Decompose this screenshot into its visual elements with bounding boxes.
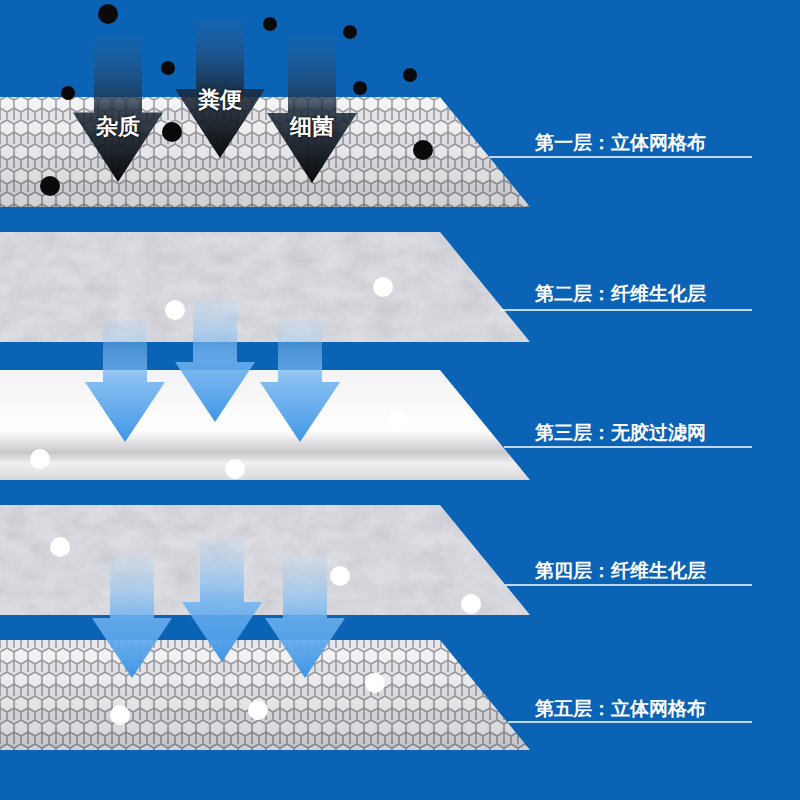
layer-name: 第二层：纤维生化层	[535, 282, 706, 305]
layer-name: 第三层：无胶过滤网	[535, 421, 706, 444]
arrow-label: 粪便	[175, 88, 265, 112]
layer-name: 第五层：立体网格布	[535, 697, 706, 720]
arrow-shape	[267, 37, 357, 183]
layer-name: 第四层：纤维生化层	[535, 559, 706, 582]
arrow-outline	[73, 37, 163, 182]
arrow-shape	[73, 37, 163, 182]
filth-arrow: 粪便	[175, 20, 265, 158]
arrow-label: 杂质	[73, 115, 163, 139]
arrow-outline	[175, 20, 265, 158]
arrow-outline	[267, 37, 357, 183]
arrow-label: 细菌	[267, 115, 357, 139]
filth-arrow: 细菌	[267, 37, 357, 183]
layer-name: 第一层：立体网格布	[535, 131, 706, 154]
filth-arrow: 杂质	[73, 37, 163, 182]
